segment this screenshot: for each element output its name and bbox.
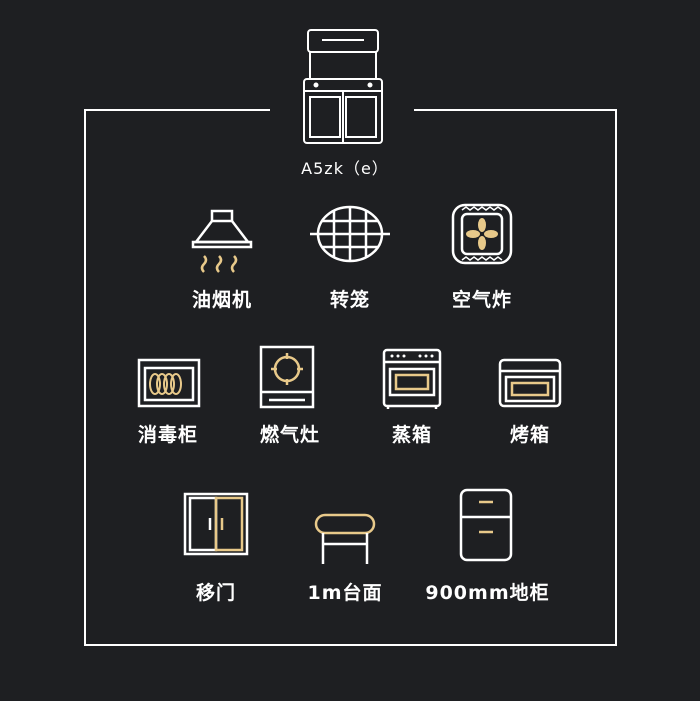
frame-top-right (414, 109, 617, 111)
frame-right (615, 109, 617, 646)
sliding-door-icon (183, 492, 249, 556)
feature-label-gas-stove: 燃气灶 (259, 424, 320, 446)
frame-top-left (84, 109, 270, 111)
frame-left (84, 109, 86, 646)
feature-label-sterilizer: 消毒柜 (137, 424, 198, 446)
steam-oven-icon (382, 348, 442, 410)
feature-label-rotisserie: 转笼 (329, 289, 370, 311)
feature-label-range-hood: 油烟机 (191, 289, 252, 311)
feature-label-steam-oven: 蒸箱 (391, 424, 432, 446)
feature-label-baking-oven: 烤箱 (509, 424, 550, 446)
frame-bottom (84, 644, 617, 646)
range-hood-icon (190, 208, 254, 280)
sterilizer-cabinet-icon (137, 358, 201, 408)
integrated-stove-icon (300, 27, 386, 147)
baking-oven-icon (498, 358, 562, 408)
feature-label-countertop: 1m台面 (307, 582, 383, 604)
feature-label-floor-cabinet: 900mm地柜 (425, 582, 550, 604)
gas-stove-icon (259, 345, 315, 409)
feature-label-air-fryer: 空气炸 (451, 289, 512, 311)
feature-label-sliding-door: 移门 (195, 582, 236, 604)
rotisserie-cage-icon (308, 203, 392, 265)
air-fryer-icon (450, 202, 514, 266)
floor-cabinet-icon (459, 488, 513, 562)
countertop-icon (313, 512, 377, 566)
product-model-label: A5zk（e） (301, 159, 389, 178)
